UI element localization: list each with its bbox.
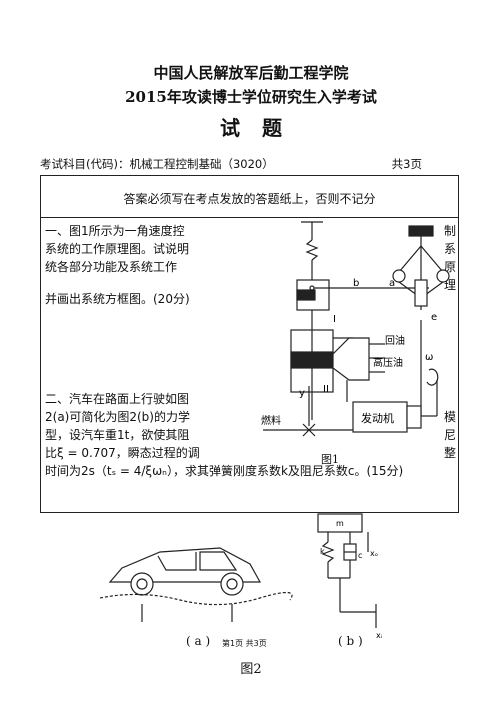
- subject-row: 考试科目(代码)：机械工程控制基础（3020） 共3页: [40, 156, 460, 172]
- fig2-label-b: ( b ): [338, 634, 363, 648]
- page-count: 共3页: [391, 157, 422, 171]
- q2-side-char: 模: [443, 410, 456, 424]
- question-frame: 答案必须写在考点发放的答题纸上，否则不记分 一、图1所示为一角速度控 系统的工作…: [40, 175, 459, 513]
- notice-text: 答案必须写在考点发放的答题纸上，否则不记分: [123, 192, 376, 206]
- subject-label: 考试科目(代码)：机械工程控制基础（3020）: [40, 157, 274, 171]
- fig2-caption: 图2: [240, 662, 262, 677]
- fig1-label-II: II: [323, 384, 329, 395]
- figure1-diagram: I II b a e 回油 高压油 ω y 燃料 发动机: [261, 221, 450, 437]
- page-title: 试题: [220, 116, 304, 140]
- fig1-label-y: y: [299, 388, 305, 399]
- q1-line: 并画出系统方框图。(20分): [45, 292, 190, 306]
- q2-side-char: 整: [443, 446, 456, 460]
- q1-side-char: 制: [443, 224, 456, 238]
- q1-side-char: 原: [443, 260, 456, 274]
- fig1-label-b: b: [353, 278, 359, 289]
- q1-side-char: 理: [443, 278, 456, 292]
- q2-side-char: 尼: [443, 428, 456, 442]
- exam-title: 2015年攻读博士学位研究生入学考试: [125, 88, 377, 106]
- fig2-label-c: c: [358, 551, 362, 560]
- q2-line: 比ξ = 0.707，瞬态过程的调: [45, 446, 200, 460]
- q2-line: 时间为2s（tₛ = 4/ξωₙ），求其弹簧刚度系数k及阻尼系数c。(15分): [45, 464, 404, 478]
- q1-side-char: 系: [443, 242, 456, 256]
- fig1-label-return-oil: 回油: [385, 334, 405, 347]
- q2-line: 型，设汽车重1t，欲使其阻: [45, 428, 190, 442]
- q1-line: 一、图1所示为一角速度控: [45, 224, 185, 238]
- notice-row: 答案必须写在考点发放的答题纸上，否则不记分: [41, 176, 458, 218]
- fig2-label-xo: xₒ: [370, 549, 378, 558]
- q1-line: 统各部分功能及系统工作: [45, 260, 178, 274]
- fig1-label-I: I: [333, 314, 336, 325]
- fig2-label-xi: xᵢ: [376, 631, 382, 640]
- fig1-caption: 图1: [321, 453, 339, 466]
- fig1-label-engine: 发动机: [361, 411, 394, 425]
- school-name: 中国人民解放军后勤工程学院: [153, 64, 349, 82]
- fig1-label-fuel: 燃料: [261, 414, 281, 427]
- fig1-label-a: a: [389, 278, 395, 289]
- fig2-label-k: k: [320, 547, 325, 556]
- q2-line: 二、汽车在路面上行驶如图: [45, 392, 190, 406]
- q2-line: 2(a)可简化为图2(b)的力学: [45, 410, 190, 424]
- fig1-label-e: e: [431, 312, 437, 323]
- fig1-label-omega: ω: [425, 352, 433, 363]
- fig1-label-high-oil: 高压油: [373, 356, 403, 369]
- page-footer: 第1页 共3页: [222, 639, 267, 648]
- figure2-diagram: m k c xₒ xᵢ: [100, 513, 382, 640]
- fig2-label-m: m: [336, 519, 344, 528]
- q1-line: 系统的工作原理图。试说明: [45, 242, 190, 256]
- fig2-label-a: ( a ): [186, 634, 211, 648]
